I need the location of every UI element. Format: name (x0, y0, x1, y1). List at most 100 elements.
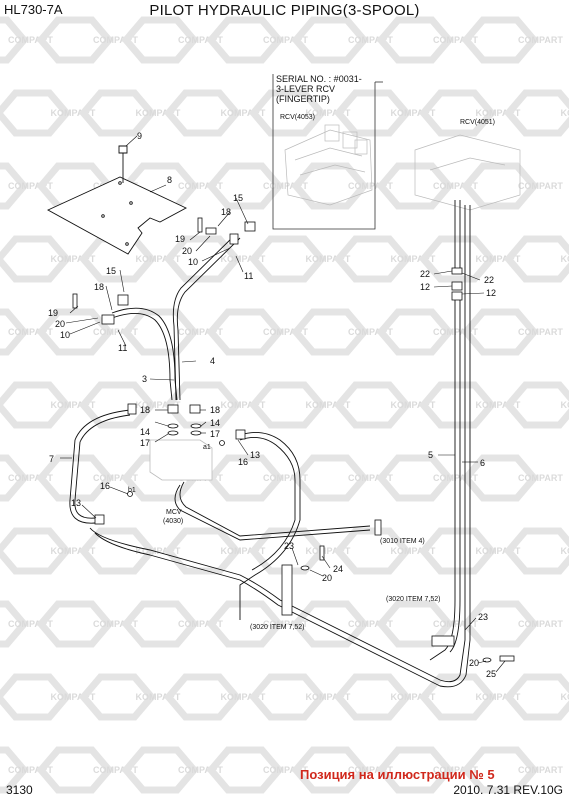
callout-20: 20 (182, 246, 192, 256)
watermark-hexagon (418, 381, 497, 429)
watermark-hexagon (503, 89, 569, 137)
page-title: PILOT HYDRAULIC PIPING(3-SPOOL) (149, 2, 420, 19)
watermark-text: KOMPART (306, 254, 351, 264)
watermark-hexagon (121, 16, 199, 64)
watermark-text: KOMPART (391, 400, 436, 410)
watermark-hexagon (121, 308, 199, 356)
callout-7: 7 (49, 454, 54, 464)
watermark-text: KOMPART (221, 400, 266, 410)
callout-18: 18 (210, 405, 220, 415)
ref-3010-label: (3010 ITEM 4) (380, 538, 425, 545)
watermark-text: COMPART (178, 619, 223, 629)
watermark-hexagon (0, 16, 29, 64)
watermark-text: COMPART (93, 765, 138, 775)
watermark-text: COMPART (93, 327, 138, 337)
watermark-text: KOMPART (136, 254, 181, 264)
watermark-text: COMPART (348, 35, 393, 45)
watermark-text: KOMPART (306, 692, 351, 702)
watermark-text: COMPART (263, 327, 308, 337)
watermark-hexagon (0, 600, 29, 648)
callout-17: 17 (140, 438, 150, 448)
watermark-hexagon (376, 454, 454, 502)
watermark-text: KOMPART (391, 546, 436, 556)
callout-20: 20 (469, 658, 479, 668)
watermark-hexagon (461, 746, 539, 794)
callout-12: 12 (420, 282, 430, 292)
callout-15: 15 (233, 193, 243, 203)
watermark-hexagon (248, 381, 327, 429)
watermark-hexagon (503, 673, 569, 721)
watermark-hexagon (0, 162, 29, 210)
watermark-text: COMPART (263, 619, 308, 629)
watermark-hexagon (163, 673, 242, 721)
watermark-text: COMPART (263, 35, 308, 45)
hose-lines (69, 200, 471, 688)
watermark-hexagon (503, 381, 569, 429)
watermark-text: KOMPART (306, 108, 351, 118)
watermark-text: KOMPART (391, 108, 436, 118)
watermark-text: COMPART (263, 765, 308, 775)
watermark-text: KOMPART (561, 546, 569, 556)
watermark-hexagon (206, 746, 284, 794)
page-number: 3130 (6, 783, 33, 797)
watermark-hexagon (333, 235, 412, 283)
ref-3020-right-label: (3020 ITEM 7,52) (386, 596, 440, 603)
watermark-hexagon (418, 89, 497, 137)
callout-22: 22 (484, 275, 494, 285)
watermark-text: COMPART (518, 35, 563, 45)
watermark-text: KOMPART (476, 692, 521, 702)
watermark-hexagon (206, 16, 284, 64)
watermark-hexagon (291, 454, 369, 502)
watermark-hexagon (376, 16, 454, 64)
watermark-text: COMPART (518, 181, 563, 191)
reference-labels: a1 b1 MCV (4030) (3010 ITEM 4) (3020 ITE… (128, 444, 440, 631)
watermark-hexagon (503, 235, 569, 283)
watermark-hexagon (78, 381, 157, 429)
inset-fingertip: (FINGERTIP) (276, 94, 330, 104)
watermark-text: KOMPART (476, 108, 521, 118)
watermark-text: KOMPART (221, 254, 266, 264)
watermark-text: COMPART (348, 619, 393, 629)
watermark-hexagon (0, 89, 72, 137)
callout-20: 20 (322, 573, 332, 583)
rcv-right-label: RCV(4051) (460, 119, 495, 126)
watermark-hexagon (36, 454, 114, 502)
inset-rcv-left: RCV(4053) (280, 114, 315, 121)
callout-14: 14 (140, 427, 150, 437)
callout-23: 23 (284, 541, 294, 551)
watermark-hexagon (418, 235, 497, 283)
watermark-hexagon (461, 600, 539, 648)
watermark-hexagon (418, 673, 497, 721)
watermark-hexagon (0, 527, 72, 575)
watermark-text: COMPART (518, 619, 563, 629)
watermark-text: KOMPART (561, 254, 569, 264)
watermark-hexagon (333, 381, 412, 429)
watermark-hexagon (376, 600, 454, 648)
watermark-text: COMPART (8, 473, 53, 483)
watermark-hexagon (36, 16, 114, 64)
watermark-hexagon (376, 308, 454, 356)
watermark-hexagon (163, 381, 242, 429)
watermark-hexagon (248, 89, 327, 137)
callout-13: 13 (250, 450, 260, 460)
callout-14: 14 (210, 418, 220, 428)
watermark-hexagon (248, 673, 327, 721)
callout-5: 5 (428, 450, 433, 460)
watermark-text: KOMPART (476, 400, 521, 410)
watermark-text: KOMPART (306, 546, 351, 556)
rcv-fingertip-unit (284, 124, 373, 206)
watermark-hexagon (36, 308, 114, 356)
model-code: HL730-7A (4, 2, 63, 17)
watermark-text: COMPART (263, 181, 308, 191)
watermark-hexagon (376, 746, 454, 794)
watermark-hexagon (121, 746, 199, 794)
watermark-hexagon (206, 162, 284, 210)
watermark-text: KOMPART (51, 546, 96, 556)
watermark-text: COMPART (178, 327, 223, 337)
watermark-text: KOMPART (51, 692, 96, 702)
watermark-text: KOMPART (391, 692, 436, 702)
watermark-hexagon (461, 308, 539, 356)
watermark-text: COMPART (518, 327, 563, 337)
watermark-hexagon (461, 454, 539, 502)
